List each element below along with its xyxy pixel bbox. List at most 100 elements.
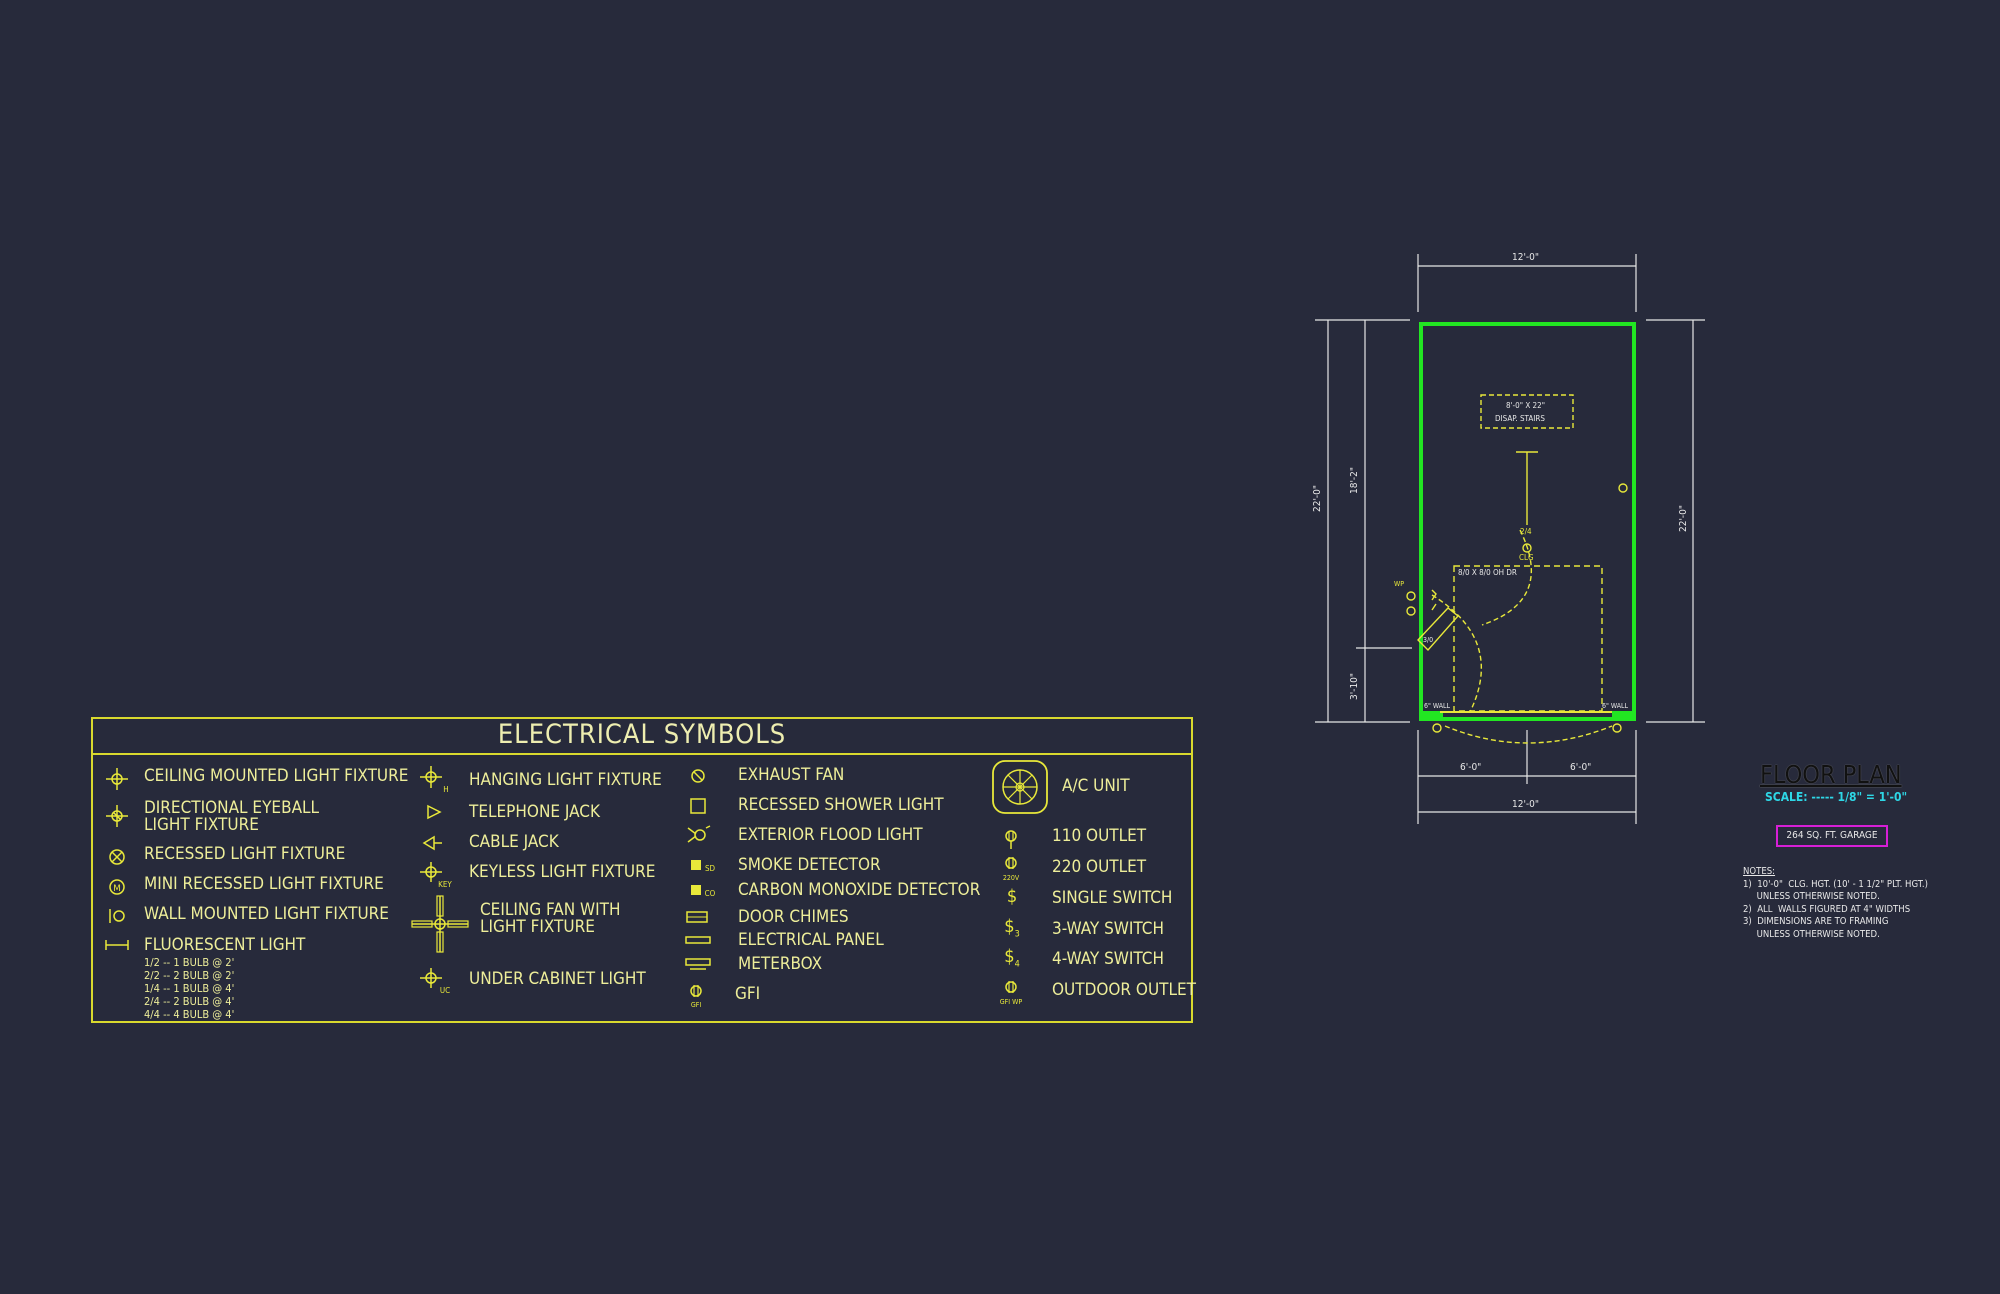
dim-top: 12'-0" <box>1512 252 1540 263</box>
legend-item-door-chimes: DOOR CHIMES <box>738 907 849 927</box>
door-chimes-icon <box>686 911 708 923</box>
legend-title-bar <box>91 717 1193 755</box>
legend-item-110-outlet: 110 OUTLET <box>1052 826 1147 846</box>
legend-item-cable-jack: CABLE JACK <box>469 832 559 852</box>
co-detector-icon: CO <box>691 885 716 898</box>
dim-bottom-left: 6'-0" <box>1460 762 1482 773</box>
clg-label: CLG <box>1519 553 1534 562</box>
dim-left-small: 3'-10" <box>1349 672 1360 700</box>
shower-light-icon <box>690 798 706 814</box>
gfi-icon: GFI <box>690 985 702 1009</box>
legend-item-flood-light: EXTERIOR FLOOD LIGHT <box>738 825 923 845</box>
light-label: 2/4 <box>1520 527 1532 536</box>
note-line-3: 2) ALL WALLS FIGURED AT 4" WIDTHS <box>1743 903 1911 915</box>
four-way-switch-icon: $4 <box>1004 946 1020 970</box>
wall-right-label: 6" WALL <box>1602 702 1629 710</box>
dim-right: 22'-0" <box>1678 504 1689 532</box>
legend-item-gfi: GFI <box>735 984 761 1004</box>
note-line-4: 3) DIMENSIONS ARE TO FRAMING <box>1743 916 1889 927</box>
smoke-detector-sub: SD <box>705 864 716 873</box>
dim-bottom-right: 6'-0" <box>1570 762 1592 773</box>
overhead-door-outline <box>1453 565 1603 712</box>
fluorescent-sub-1: 1/2 -- 1 BULB @ 2' <box>144 956 235 969</box>
man-door <box>1417 607 1460 652</box>
outdoor-outlet-icon: GFI WP <box>1000 981 1023 1006</box>
three-way-switch-icon: $3 <box>1004 916 1020 940</box>
legend-item-ceiling-fan-line1: CEILING FAN WITH <box>480 900 621 920</box>
ceiling-light-icon <box>106 768 128 790</box>
fluorescent-light-icon <box>105 940 129 950</box>
hanging-light-sub: H <box>443 785 448 794</box>
dimension-lines <box>1315 254 1705 824</box>
overhead-door-label: 8/0 X 8/0 OH DR <box>1458 568 1517 577</box>
dim-left-outer: 22'-0" <box>1312 484 1323 512</box>
legend-item-220-outlet: 220 OUTLET <box>1052 857 1147 877</box>
wall-light-icon <box>109 909 125 923</box>
dim-bottom-total: 12'-0" <box>1512 799 1540 810</box>
single-switch-icon: $ <box>1006 886 1018 907</box>
man-door-label: 3/0 <box>1423 636 1434 644</box>
exhaust-fan-icon <box>691 769 705 783</box>
svg-text:M: M <box>113 884 121 894</box>
wp-label: WP <box>1394 580 1405 588</box>
fluorescent-sub-2: 2/2 -- 2 BULB @ 2' <box>144 969 235 982</box>
stairs-label-2: DISAP. STAIRS <box>1495 414 1545 423</box>
legend-item-smoke-detector: SMOKE DETECTOR <box>738 855 881 875</box>
door-swing-arc <box>1444 725 1613 744</box>
ceiling-fan-icon <box>411 895 469 953</box>
electrical-symbols-legend <box>91 717 1193 1023</box>
legend-item-meterbox: METERBOX <box>738 954 823 974</box>
floor-plan-drawing <box>1315 254 1705 824</box>
electrical-panel-icon <box>685 936 711 944</box>
floor-plan-scale: SCALE: ----- 1/8" = 1'-0" <box>1765 790 1908 804</box>
legend-item-telephone-jack: TELEPHONE JACK <box>469 802 600 822</box>
legend-item-electrical-panel: ELECTRICAL PANEL <box>738 930 884 950</box>
garage-area-badge: 264 SQ. FT. GARAGE <box>1776 825 1888 847</box>
legend-item-wall-light: WALL MOUNTED LIGHT FIXTURE <box>144 904 389 924</box>
smoke-detector-icon: SD <box>691 860 716 873</box>
legend-item-exhaust-fan: EXHAUST FAN <box>738 765 845 785</box>
gfi-sub: GFI <box>691 1001 702 1009</box>
mini-recessed-light-icon: M <box>109 879 125 895</box>
co-detector-sub: CO <box>705 889 716 898</box>
keyless-light-icon: KEY <box>420 862 452 889</box>
legend-item-single-switch: SINGLE SWITCH <box>1052 888 1173 908</box>
ac-unit-icon <box>992 760 1048 814</box>
legend-item-co-detector: CARBON MONOXIDE DETECTOR <box>738 880 981 900</box>
legend-item-ac-unit: A/C UNIT <box>1062 776 1130 796</box>
legend-item-fluorescent: FLUORESCENT LIGHT <box>144 935 306 955</box>
meterbox-icon <box>685 958 711 970</box>
outdoor-outlet-sub: GFI WP <box>1000 998 1023 1006</box>
note-line-5: UNLESS OTHERWISE NOTED. <box>1743 928 1880 940</box>
directional-eyeball-icon <box>106 805 128 827</box>
recessed-light-icon <box>109 849 125 865</box>
fluorescent-sub-5: 4/4 -- 4 BULB @ 4' <box>144 1008 235 1021</box>
keyless-light-sub: KEY <box>438 880 452 889</box>
stairs-label-1: 8'-0" X 22" <box>1506 401 1546 410</box>
note-line-1: 1) 10'-0" CLG. HGT. (10' - 1 1/2" PLT. H… <box>1743 878 1928 890</box>
legend-item-eyeball-line2: LIGHT FIXTURE <box>144 815 259 835</box>
fluorescent-sub-3: 1/4 -- 1 BULB @ 4' <box>144 982 235 995</box>
legend-item-hanging-light: HANGING LIGHT FIXTURE <box>469 770 662 790</box>
hanging-light-icon: H <box>420 766 449 794</box>
flood-light-icon <box>687 825 711 843</box>
legend-item-keyless-light: KEYLESS LIGHT FIXTURE <box>469 862 656 882</box>
outlet-220-icon: 220V <box>1003 857 1020 882</box>
cable-jack-icon <box>422 835 442 851</box>
under-cabinet-light-icon: UC <box>420 968 450 995</box>
legend-item-ceiling-light: CEILING MOUNTED LIGHT FIXTURE <box>144 766 409 786</box>
floor-plan-title: FLOOR PLAN <box>1760 760 1902 789</box>
legend-item-ceiling-fan-line2: LIGHT FIXTURE <box>480 917 595 937</box>
legend-item-outdoor-outlet: OUTDOOR OUTLET <box>1052 980 1196 1000</box>
legend-item-shower-light: RECESSED SHOWER LIGHT <box>738 795 944 815</box>
outlet-110-icon <box>1005 830 1017 849</box>
outlet-220-sub: 220V <box>1003 874 1020 882</box>
dim-left-inner: 18'-2" <box>1349 466 1360 494</box>
legend-item-under-cabinet: UNDER CABINET LIGHT <box>469 969 646 989</box>
fluorescent-sub-4: 2/4 -- 2 BULB @ 4' <box>144 995 235 1008</box>
legend-item-recessed-light: RECESSED LIGHT FIXTURE <box>144 844 346 864</box>
under-cabinet-sub: UC <box>440 986 450 995</box>
disappearing-stairs <box>1480 394 1574 429</box>
legend-title: ELECTRICAL SYMBOLS <box>497 719 787 750</box>
telephone-jack-icon <box>427 804 442 820</box>
